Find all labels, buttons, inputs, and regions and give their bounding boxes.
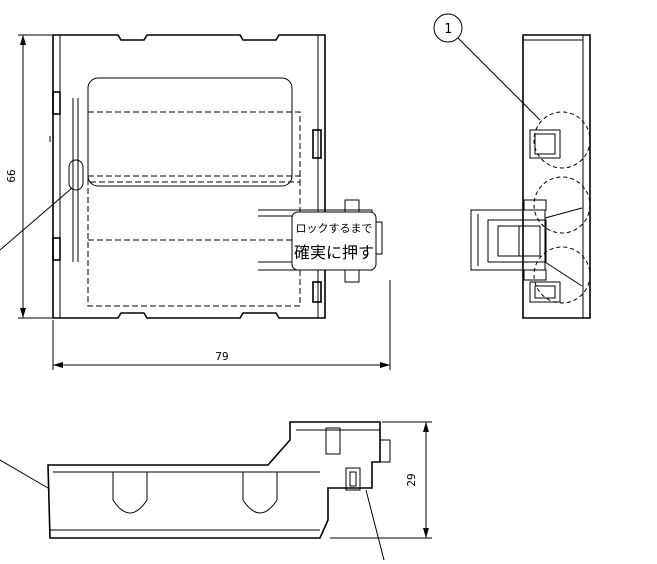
leader-line-bottom-left — [0, 459, 49, 489]
dimension-height-bottom — [330, 421, 432, 539]
dimension-height-front — [18, 34, 52, 319]
callout-1-number: 1 — [444, 22, 452, 37]
dimension-width-front — [52, 280, 391, 370]
leader-line-front — [0, 187, 73, 251]
side-view — [470, 34, 591, 319]
dimension-height-bottom-value: 29 — [405, 473, 418, 486]
label-plate-line2: 確実に押す — [294, 243, 374, 262]
leader-line-bottom-right — [365, 489, 385, 561]
callout-1 — [433, 13, 541, 121]
bottom-view — [47, 421, 391, 539]
dimension-width-front-value: 79 — [215, 350, 228, 363]
dimension-height-front-value: 66 — [5, 169, 18, 182]
label-plate-line1: ロックするまで — [296, 222, 373, 235]
front-view — [49, 34, 383, 319]
